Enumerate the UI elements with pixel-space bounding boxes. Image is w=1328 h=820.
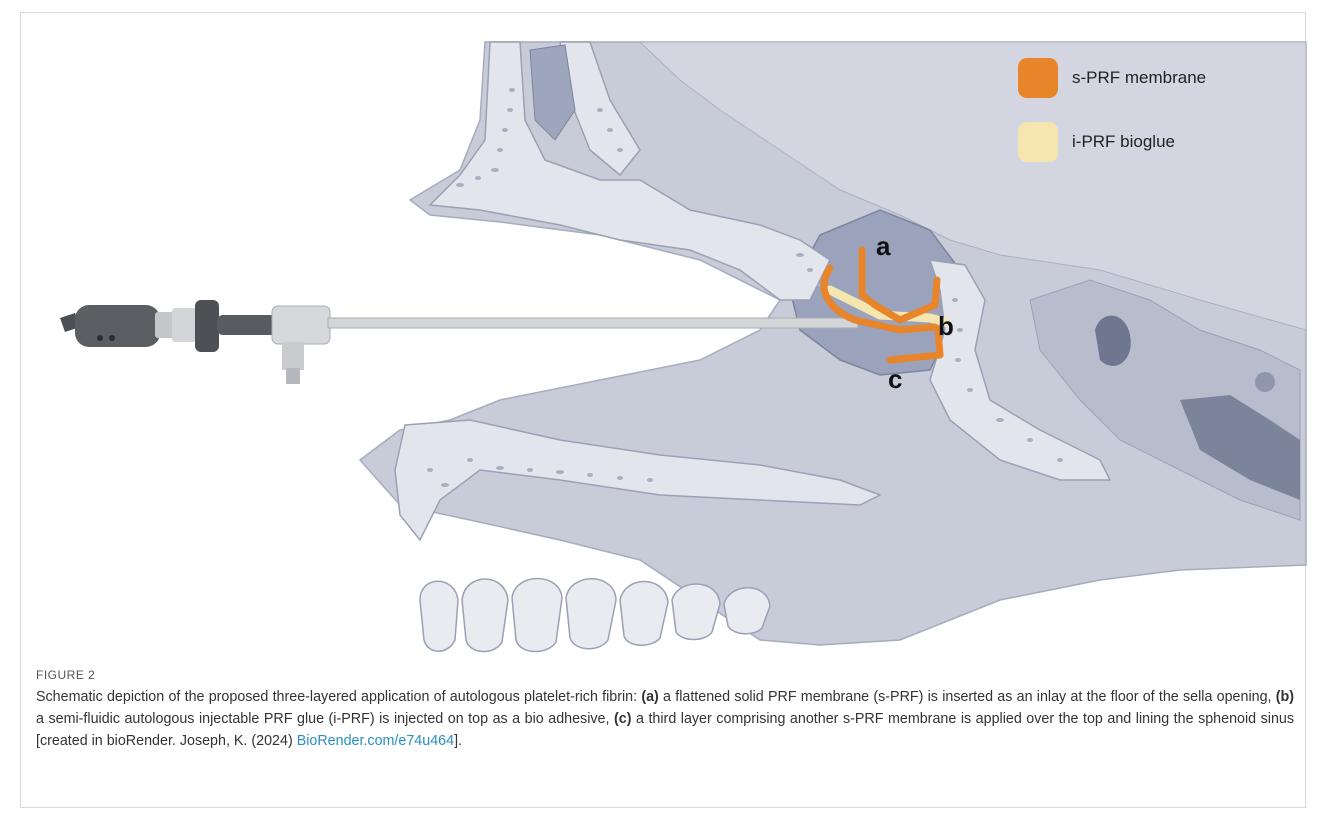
caption-tag-b: (b): [1276, 689, 1294, 705]
figure-label: FIGURE 2: [36, 668, 95, 682]
caption-end: ].: [454, 733, 462, 749]
marker-a: a: [876, 231, 891, 261]
caption-intro: Schematic depiction of the proposed thre…: [36, 689, 641, 705]
caption-tag-c: (c): [614, 711, 631, 727]
legend-swatch-s-prf: [1018, 58, 1058, 98]
legend-swatch-i-prf: [1018, 122, 1058, 162]
figure-caption: Schematic depiction of the proposed thre…: [36, 686, 1294, 752]
legend-label-s-prf: s-PRF membrane: [1072, 68, 1206, 88]
small-foramen: [1255, 372, 1275, 392]
legend-item-i-prf: i-PRF bioglue: [1018, 122, 1206, 162]
caption-text-b: a semi-fluidic autologous injectable PRF…: [36, 711, 614, 727]
caption-text-a: a flattened solid PRF membrane (s-PRF) i…: [659, 689, 1276, 705]
legend: s-PRF membrane i-PRF bioglue: [1018, 58, 1206, 186]
biorender-link[interactable]: BioRender.com/e74u464: [297, 733, 454, 749]
legend-label-i-prf: i-PRF bioglue: [1072, 132, 1175, 152]
marker-c: c: [888, 364, 902, 394]
legend-item-s-prf: s-PRF membrane: [1018, 58, 1206, 98]
marker-b: b: [938, 311, 954, 341]
caption-tag-a: (a): [641, 689, 658, 705]
